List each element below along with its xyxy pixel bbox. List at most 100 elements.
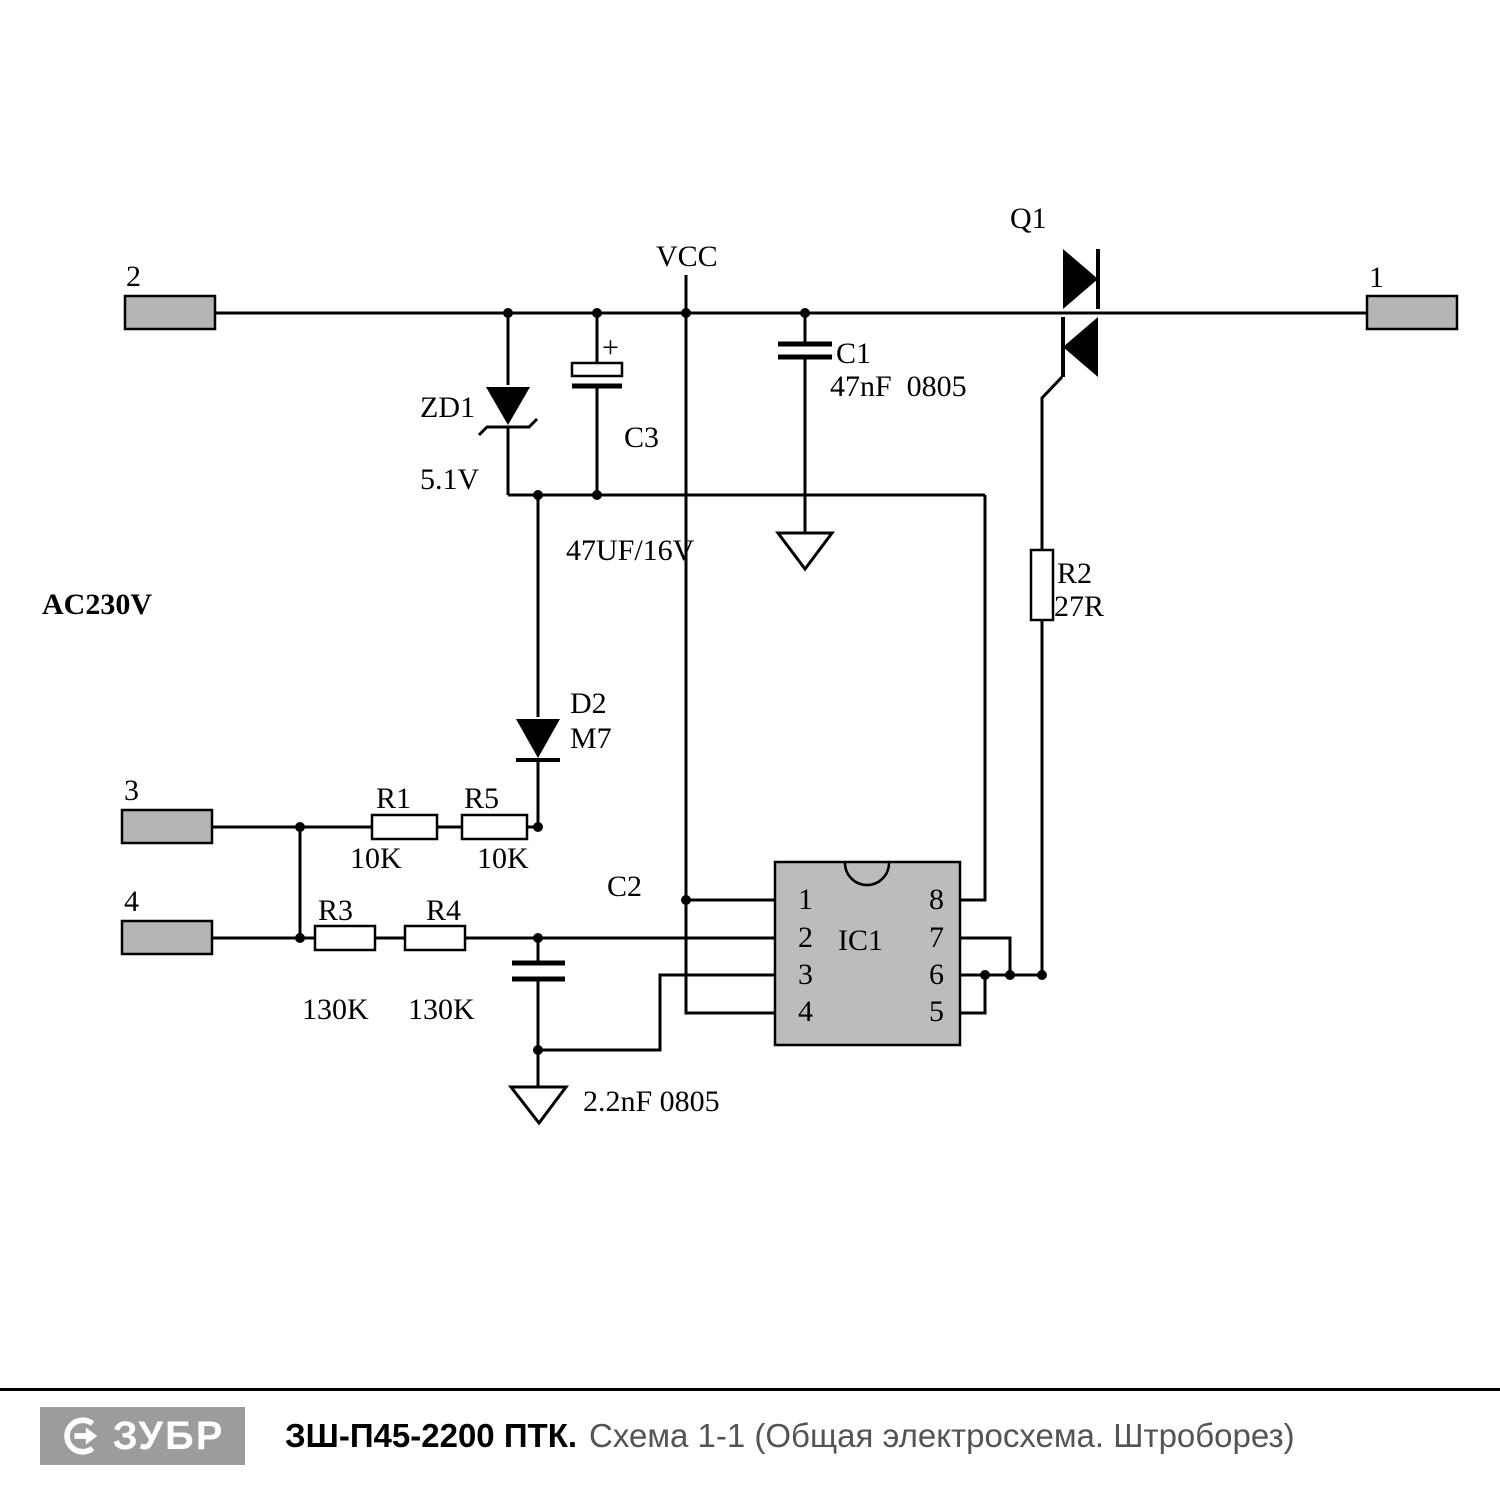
capacitor-c1-ref: C1 [836, 337, 871, 370]
resistor-r1: R1 10K [350, 782, 439, 875]
ic1-pin-6: 6 [929, 958, 944, 991]
resistor-r2-ref: R2 [1057, 557, 1092, 590]
junction-dot [295, 933, 305, 943]
resistor-r3: R3 130K [302, 894, 377, 1026]
model-name: ЗШ-П45-2200 ПТК. [285, 1417, 578, 1454]
footer-row: ЗУБР ЗШ-П45-2200 ПТК. Схема 1-1 (Общая э… [0, 1391, 1500, 1465]
junction-dot [1005, 970, 1015, 980]
zener-zd1-triangle [486, 387, 530, 425]
ic1-pin-4: 4 [798, 995, 813, 1028]
resistor-r5-body [460, 813, 529, 841]
schematic-area: 2 1 3 4 AC230V VCC ZD1 5.1V + C3 47UF/16… [42, 202, 1459, 1126]
resistor-r1-body [370, 813, 439, 841]
resistor-r4-value: 130K [408, 993, 475, 1026]
wire-c2-pin3 [538, 973, 775, 1052]
junction-dots [295, 308, 1047, 1055]
diode-d2-value: M7 [570, 722, 612, 755]
brand-name: ЗУБР [112, 1414, 225, 1458]
diode-d2: D2 M7 [516, 687, 612, 762]
ground-symbol-c1 [775, 531, 835, 572]
resistor-r4: R4 130K [403, 894, 475, 1026]
terminal-2-pad [123, 294, 217, 331]
ic1-pin-1: 1 [798, 883, 813, 916]
ic1-pin-3: 3 [798, 958, 813, 991]
resistor-r3-ref: R3 [318, 894, 353, 927]
terminal-4-pad [120, 919, 214, 956]
diode-d2-triangle [516, 719, 560, 758]
ic1-notch [843, 862, 891, 887]
terminal-4: 4 [120, 885, 214, 956]
junction-dot [503, 308, 513, 318]
capacitor-c3-polarity: + [602, 331, 619, 364]
capacitor-c3-plate-top [570, 361, 624, 378]
junction-dot [295, 822, 305, 832]
footer-title: ЗШ-П45-2200 ПТК. Схема 1-1 (Общая электр… [285, 1417, 1295, 1455]
junction-dot [533, 822, 543, 832]
zener-zd1-ref: ZD1 [420, 391, 475, 424]
triac-q1: Q1 [1010, 202, 1100, 377]
diode-d2-ref: D2 [570, 687, 607, 720]
resistor-r1-ref: R1 [376, 782, 411, 815]
ic1-chip: 1 2 3 4 8 7 6 5 IC1 [773, 860, 962, 1047]
capacitor-c3-value: 47UF/16V [566, 534, 695, 567]
zener-zd1-bar [477, 417, 539, 437]
ic1-body [773, 860, 962, 1047]
junction-dot [592, 308, 602, 318]
resistor-r5: R5 10K [460, 782, 529, 875]
wire-vcc-vertical [684, 275, 775, 1015]
ic1-pin-8: 8 [929, 883, 944, 916]
junction-dot [592, 490, 602, 500]
resistor-r2-body [1029, 548, 1055, 622]
capacitor-c2-value: 2.2nF 0805 [583, 1085, 720, 1118]
junction-dot [980, 970, 990, 980]
resistor-r5-value: 10K [477, 842, 529, 875]
capacitor-c1: C1 47nF 0805 [775, 337, 967, 572]
wire-pin7 [960, 936, 1012, 975]
resistor-r4-body [403, 924, 467, 952]
capacitor-c1-value: 47nF 0805 [830, 370, 967, 403]
zubr-logo-icon [63, 1417, 97, 1455]
terminal-1-label: 1 [1369, 261, 1384, 294]
triac-q1-ref: Q1 [1010, 202, 1047, 235]
ic1-pin-2: 2 [798, 921, 813, 954]
resistor-r5-ref: R5 [464, 782, 499, 815]
triac-q1-lower-triangle [1063, 317, 1098, 377]
triac-q1-upper-triangle [1063, 249, 1098, 309]
terminal-1: 1 [1365, 261, 1459, 331]
junction-dot [533, 1045, 543, 1055]
junction-dot [800, 308, 810, 318]
resistor-r2-value: 27R [1054, 590, 1104, 623]
zubr-logo: ЗУБР [40, 1407, 245, 1465]
junction-dot [681, 308, 691, 318]
terminal-3-pad [120, 808, 214, 845]
junction-dot [533, 490, 543, 500]
resistor-r3-body [313, 924, 377, 952]
junction-dot [1037, 970, 1047, 980]
footer: ЗУБР ЗШ-П45-2200 ПТК. Схема 1-1 (Общая э… [0, 1388, 1500, 1465]
terminal-2-label: 2 [126, 260, 141, 293]
capacitor-c2-ref: C2 [607, 870, 642, 903]
terminal-3-label: 3 [124, 774, 139, 807]
schematic-canvas: 2 1 3 4 AC230V VCC ZD1 5.1V + C3 47UF/16… [42, 202, 1459, 1126]
zener-zd1-value: 5.1V [420, 463, 480, 496]
capacitor-c2: C2 2.2nF 0805 [507, 870, 720, 1126]
ic1-pin-5: 5 [929, 995, 944, 1028]
ground-symbol-c2 [507, 1085, 569, 1126]
capacitor-c3-ref: C3 [624, 421, 659, 454]
wire-pin5 [960, 975, 987, 1015]
ic1-pin-7: 7 [929, 921, 944, 954]
wire-triac-gate [1040, 375, 1064, 550]
ac-supply-label: AC230V [42, 588, 152, 621]
footer-divider [0, 1388, 1500, 1391]
terminal-3: 3 [120, 774, 214, 845]
ic1-ref: IC1 [838, 924, 883, 957]
resistor-r3-value: 130K [302, 993, 369, 1026]
resistor-r2: R2 27R [1029, 548, 1104, 623]
zener-zd1: ZD1 5.1V [420, 387, 539, 496]
wire-pin8-riser [960, 495, 987, 902]
schematic-subtitle: Схема 1-1 (Общая электросхема. Штроборез… [589, 1417, 1295, 1454]
terminal-4-label: 4 [124, 885, 139, 918]
junction-dot [533, 933, 543, 943]
terminal-2: 2 [123, 260, 217, 331]
capacitor-c3: + C3 47UF/16V [566, 331, 695, 567]
